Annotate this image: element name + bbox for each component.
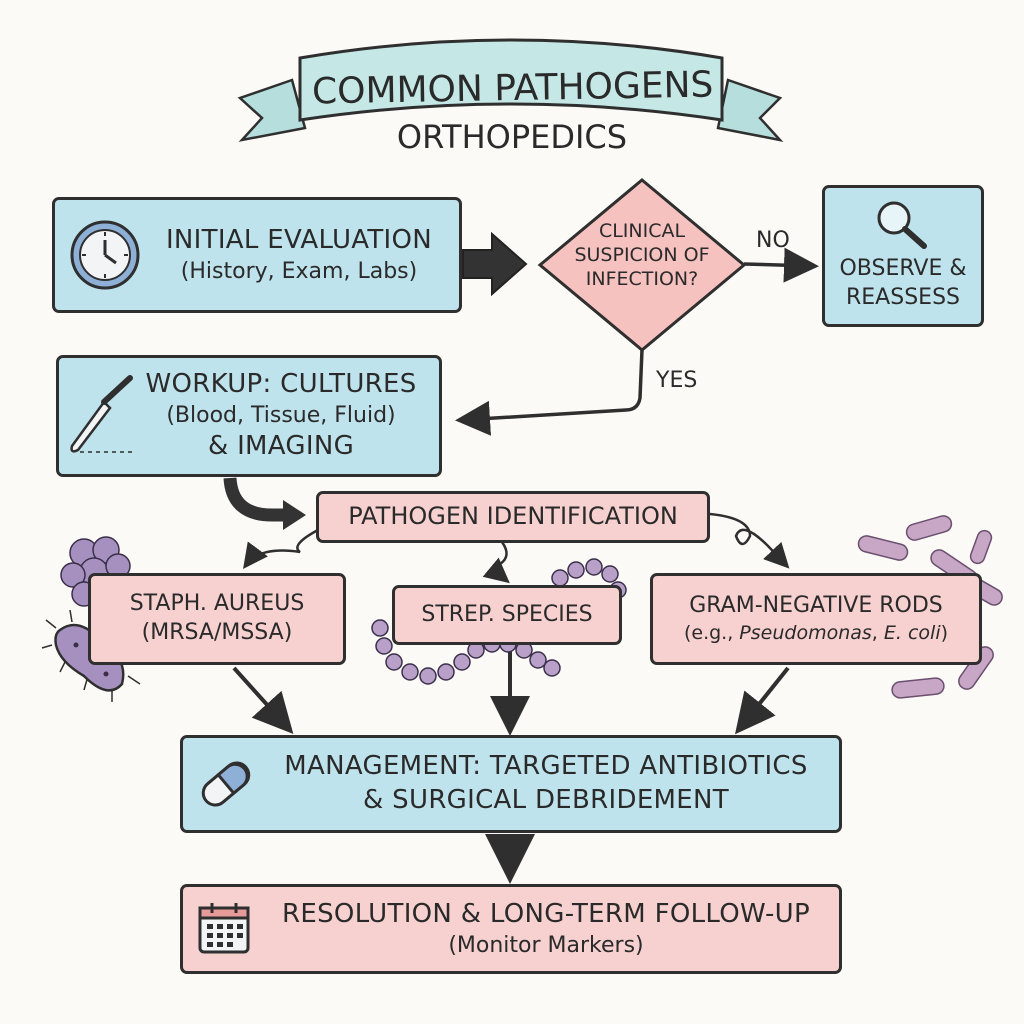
arrow-staph-to-management bbox=[232, 666, 294, 734]
initial-evaluation-detail: (History, Exam, Labs) bbox=[180, 258, 418, 284]
arrow-identification-to-gramneg bbox=[709, 512, 790, 569]
scalpel-icon bbox=[70, 375, 136, 453]
yes-label: YES bbox=[656, 368, 698, 393]
no-label: NO bbox=[756, 228, 790, 253]
title-banner bbox=[237, 38, 784, 142]
management-title: MANAGEMENT: TARGETED ANTIBIOTICS bbox=[284, 751, 808, 782]
resolution-detail: (Monitor Markers) bbox=[448, 932, 644, 958]
workup-node: WORKUP: CULTURES (Blood, Tissue, Fluid) … bbox=[56, 355, 442, 477]
arrow-identification-to-staph bbox=[243, 528, 319, 570]
staph-title: STAPH. AUREUS bbox=[129, 591, 305, 617]
arrow-workup-to-identification bbox=[223, 477, 285, 522]
pathogen-identification-label: PATHOGEN IDENTIFICATION bbox=[348, 502, 678, 531]
staph-aureus-node: STAPH. AUREUS (MRSA/MSSA) bbox=[88, 573, 346, 665]
strep-label: STREP. SPECIES bbox=[421, 601, 593, 627]
magnifier-icon bbox=[877, 201, 927, 249]
banner-ribbon bbox=[237, 38, 784, 142]
arrow-gramneg-to-management bbox=[735, 666, 790, 735]
workup-imaging: & IMAGING bbox=[207, 431, 355, 462]
observe-line-1: OBSERVE & bbox=[839, 256, 967, 282]
page-subtitle: ORTHOPEDICS bbox=[396, 118, 628, 156]
arrow-identification-to-strep bbox=[482, 541, 510, 584]
workup-detail: (Blood, Tissue, Fluid) bbox=[166, 402, 396, 428]
arrow-initial-to-decision bbox=[462, 231, 528, 297]
clock-icon bbox=[70, 220, 140, 290]
calendar-icon bbox=[198, 903, 250, 954]
resolution-title: RESOLUTION & LONG-TERM FOLLOW-UP bbox=[282, 898, 810, 929]
decision-line-3: INFECTION? bbox=[585, 267, 699, 290]
pathogen-identification-node: PATHOGEN IDENTIFICATION bbox=[316, 491, 710, 543]
decision-line-1: CLINICAL bbox=[598, 220, 686, 242]
arrow-no bbox=[743, 247, 819, 283]
observe-line-2: REASSESS bbox=[846, 285, 960, 310]
management-surgery: & SURGICAL DEBRIDEMENT bbox=[363, 785, 729, 815]
management-node: MANAGEMENT: TARGETED ANTIBIOTICS & SURGI… bbox=[180, 735, 842, 833]
strep-species-node: STREP. SPECIES bbox=[392, 585, 622, 645]
arrow-yes bbox=[455, 349, 644, 436]
gramneg-title: GRAM-NEGATIVE RODS bbox=[689, 593, 943, 619]
staph-detail: (MRSA/MSSA) bbox=[141, 620, 293, 645]
resolution-node: RESOLUTION & LONG-TERM FOLLOW-UP (Monito… bbox=[180, 884, 842, 974]
decision-line-2: SUSPICION OF bbox=[574, 243, 710, 266]
gramneg-examples: (e.g., Pseudomonas, E. coli) bbox=[683, 621, 949, 644]
workup-title: WORKUP: CULTURES bbox=[145, 368, 417, 399]
decision-node: CLINICAL SUSPICION OF INFECTION? bbox=[562, 220, 722, 291]
gram-negative-rods-node: GRAM-NEGATIVE RODS (e.g., Pseudomonas, E… bbox=[650, 573, 982, 665]
capsule-icon bbox=[201, 761, 251, 807]
initial-evaluation-title: INITIAL EVALUATION bbox=[165, 224, 433, 255]
